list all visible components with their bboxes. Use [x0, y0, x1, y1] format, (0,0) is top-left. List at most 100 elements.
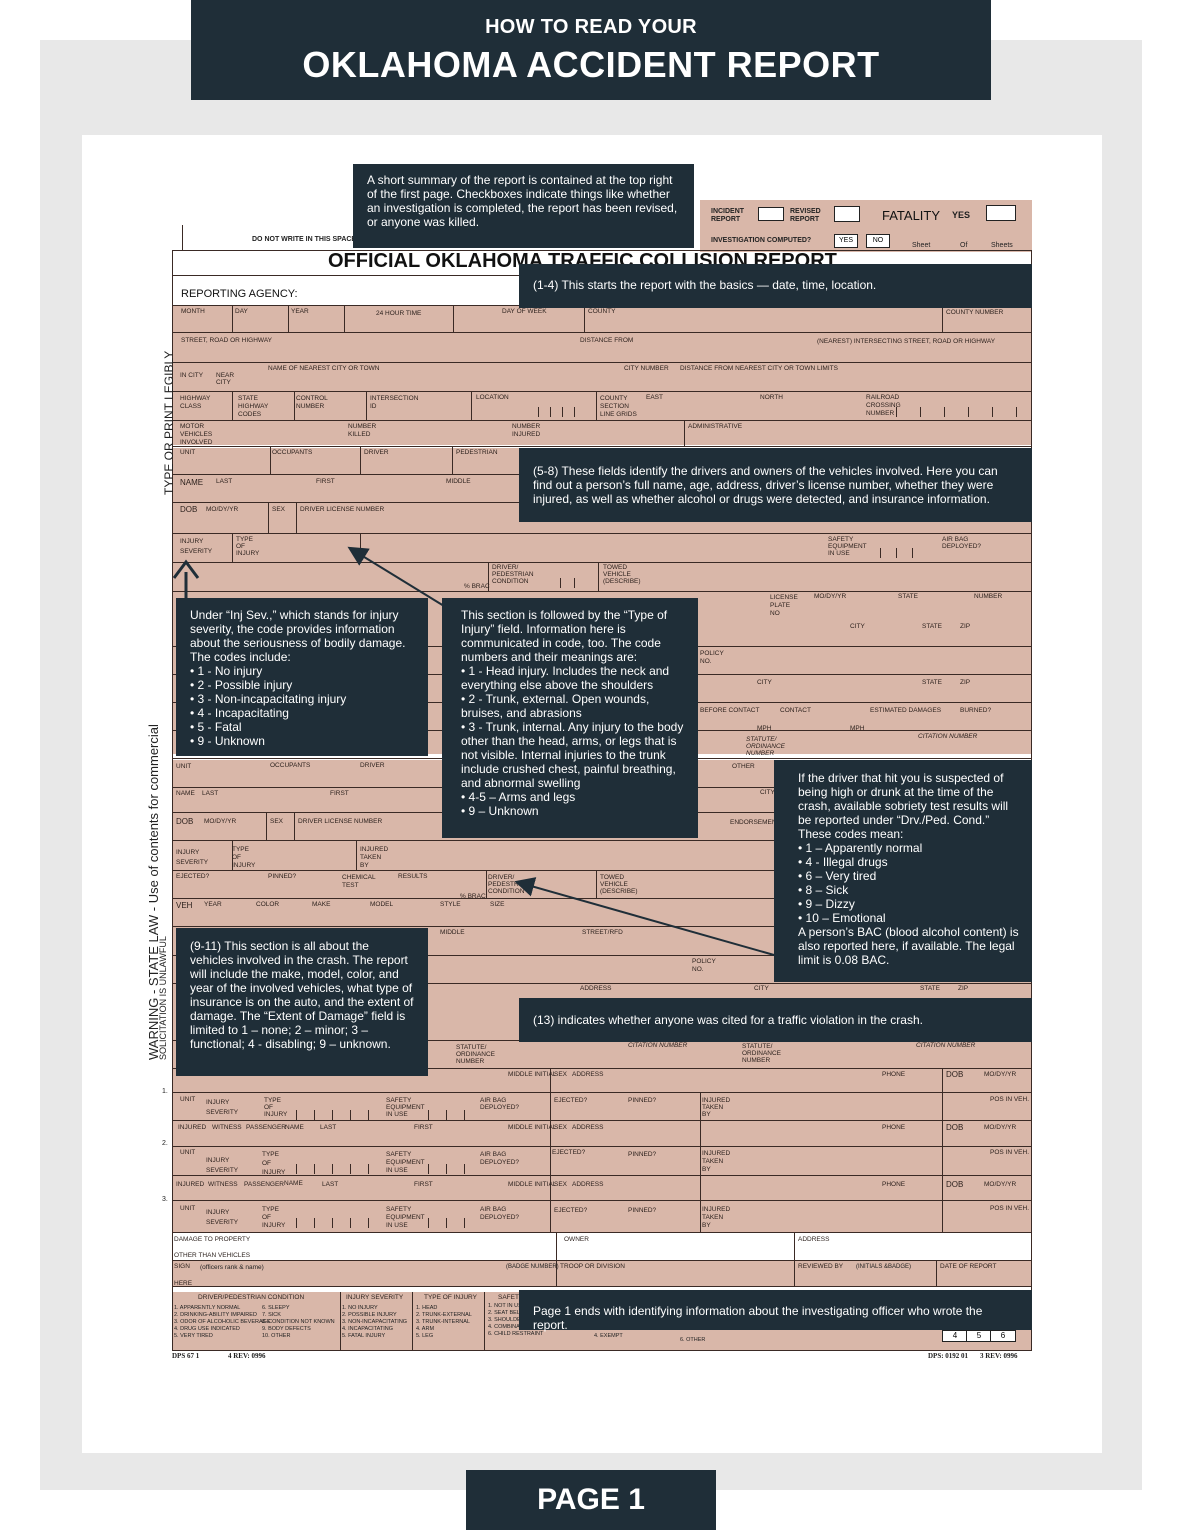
type-injury-label-1: TYPE OF INJURY: [236, 536, 260, 557]
unit-label-1: UNIT: [180, 449, 196, 456]
near-city-label: NEAR CITY: [216, 372, 235, 386]
sobriety-item: • 1 – Apparently normal: [798, 841, 923, 855]
size-label-2: SIZE: [490, 901, 505, 908]
note-summary: A short summary of the report is contain…: [353, 164, 694, 248]
injury-severity-label-row1: INJURY SEVERITY: [206, 1099, 239, 1116]
sign-label: SIGN: [174, 1263, 190, 1270]
injury-severity-label-row3: INJURY SEVERITY: [206, 1209, 239, 1226]
fatality-label: FATALITY: [882, 208, 941, 223]
injured-label-row1: INJURED: [178, 1124, 207, 1131]
city-label-1: CITY: [850, 623, 865, 630]
troop-label: TROOP OR DIVISION: [560, 1263, 625, 1270]
investigation-no-box[interactable]: NO: [866, 234, 890, 248]
county-number-label: COUNTY NUMBER: [946, 309, 1004, 316]
air-bag-label-row3: AIR BAG DEPLOYED?: [480, 1206, 520, 1221]
note-injury-severity: Under “Inj Sev.,” which stands for injur…: [176, 598, 428, 756]
type-item: • 9 – Unknown: [461, 804, 539, 818]
injury-severity-label-1: INJURY SEVERITY: [180, 538, 213, 555]
intersecting-label: (NEAREST) INTERSECTING STREET, ROAD OR H…: [817, 338, 996, 345]
city-label-4: CITY: [754, 985, 769, 992]
sex-label-row1: SEX: [554, 1124, 568, 1131]
burned-label: BURNED?: [960, 707, 992, 714]
injury-severity-label-row2: INJURY SEVERITY: [206, 1157, 239, 1174]
page-number-box-6: 6: [990, 1330, 1016, 1342]
severity-item: • 5 - Fatal: [190, 720, 242, 734]
mdy-label-2: MO/DY/YR: [204, 818, 237, 825]
revised-report-checkbox[interactable]: [834, 206, 860, 222]
initials-badge-label: (INITIALS &BADGE): [856, 1264, 912, 1270]
page-number-box-5: 5: [966, 1330, 992, 1342]
header-subtitle: HOW TO READ YOUR: [485, 16, 697, 38]
severity-item: • 4 - Incapacitating: [190, 706, 289, 720]
chemical-test-label-2: CHEMICAL TEST: [342, 874, 376, 889]
first-label-row1: FIRST: [414, 1124, 433, 1131]
state-label-plate: STATE: [898, 593, 918, 600]
name-label-row1: NAME: [285, 1124, 304, 1131]
rev-code-right: 3 REV: 0996: [980, 1352, 1018, 1360]
statute-label-2: STATUTE/ ORDINANCE NUMBER: [742, 1043, 782, 1064]
last-label-row1: LAST: [320, 1124, 337, 1131]
dl-number-label-2: DRIVER LICENSE NUMBER: [298, 818, 383, 825]
license-plate-label-1: LICENSE PLATE No: [770, 594, 798, 617]
unit-label-row3: UNIT: [180, 1205, 196, 1212]
of-label: Of: [960, 242, 968, 249]
injured-taken-label-row1: INJURED TAKEN BY: [702, 1097, 731, 1118]
form-do-not-write: DO NOT WRITE IN THIS SPACE: [252, 236, 357, 243]
ejected-label-2: EJECTED?: [176, 873, 210, 880]
other-label-1: OTHER: [732, 763, 755, 770]
dob-label-row2: DOB: [946, 1180, 964, 1189]
legend-drv-col1: 1. APPARENTLY NORMAL 2. DRINKING-ABILITY…: [174, 1305, 271, 1339]
fatality-checkbox[interactable]: [986, 205, 1016, 221]
zip-label-1: ZIP: [960, 623, 971, 630]
investigation-yes-box[interactable]: YES: [834, 234, 858, 248]
type-print-legibly-text: TYPE OR PRINT LEGIBLY: [162, 350, 176, 495]
address-label-2: ADDRESS: [580, 985, 612, 992]
veh-label-2: VEH: [176, 901, 193, 910]
control-number-label: CONTROL NUMBER: [296, 395, 328, 410]
incident-report-checkbox[interactable]: [758, 207, 784, 221]
policy-label-1: POLICY NO.: [700, 650, 724, 665]
badge-number-label: (BADGE NUMBER): [506, 1264, 559, 1270]
here-label: HERE: [174, 1280, 193, 1287]
year-label: YEAR: [291, 308, 309, 315]
dob-label-1: DOB: [180, 505, 198, 514]
driver-label-2: DRIVER: [360, 762, 385, 769]
sobriety-item: • 4 - Illegal drugs: [798, 855, 888, 869]
zip-label-2: ZIP: [960, 679, 971, 686]
injury-severity-label-2: INJURY SEVERITY: [176, 849, 209, 866]
towed-label-2: TOWED VEHICLE (DESCRIBE): [600, 874, 638, 895]
pinned-label-row1: PINNED?: [628, 1097, 657, 1104]
last-label-2: LAST: [202, 790, 219, 797]
ejected-label-row2: EJECTED?: [552, 1149, 586, 1156]
pos-in-veh-label-row2: POS IN VEH.: [990, 1149, 1030, 1156]
state-label-4: STATE: [920, 985, 940, 992]
air-bag-label-1: AIR BAG DEPLOYED?: [942, 536, 982, 550]
day-of-week-label: DAY OF WEEK: [502, 308, 547, 315]
damage-property-label: DAMAGE TO PROPERTY: [174, 1236, 251, 1243]
mph-label-1: MPH: [757, 725, 772, 732]
type-injury-label-2: TYPE OF INJURY: [232, 846, 256, 869]
zip-label-4: ZIP: [958, 985, 969, 992]
model-label-2: MODEL: [370, 901, 394, 908]
note-citation: (13) indicates whether anyone was cited …: [519, 998, 1032, 1042]
owner-label: OWNER: [564, 1236, 589, 1243]
make-label-2: MAKE: [312, 901, 331, 908]
injured-taken-label-row3: INJURED TAKEN BY: [702, 1206, 731, 1229]
endorsements-label: ENDORSEMENT(S): [730, 819, 790, 826]
legend-safety-title: SAFETY: [498, 1294, 524, 1301]
legend-type-col: 1. HEAD 2. TRUNK-EXTERNAL 3. TRUNK-INTER…: [416, 1305, 472, 1339]
note-type-of-injury: This section is followed by the “Type of…: [442, 598, 698, 838]
citation-number-label-3: CITATION NUMBER: [916, 1042, 976, 1049]
injured-taken-label-row2: INJURED TAKEN BY: [702, 1150, 731, 1173]
intersection-id-label: INTERSECTION ID: [370, 395, 419, 410]
severity-item: • 9 - Unknown: [190, 734, 265, 748]
north-label: NORTH: [760, 394, 783, 401]
fatality-yes-label: YES: [952, 210, 971, 220]
policy-label-2: POLICY NO.: [692, 958, 716, 973]
safety-equipment-label-1: SAFETY EQUIPMENT IN USE: [828, 536, 867, 557]
city-label-3: CITY: [760, 789, 775, 796]
page-number-box-4: 4: [942, 1330, 968, 1342]
results-label-2: RESULTS: [398, 873, 428, 880]
mdy-label-1: MO/DY/YR: [206, 506, 239, 513]
county-section-label: COUNTY SECTION LINE GRIDS: [600, 395, 637, 418]
